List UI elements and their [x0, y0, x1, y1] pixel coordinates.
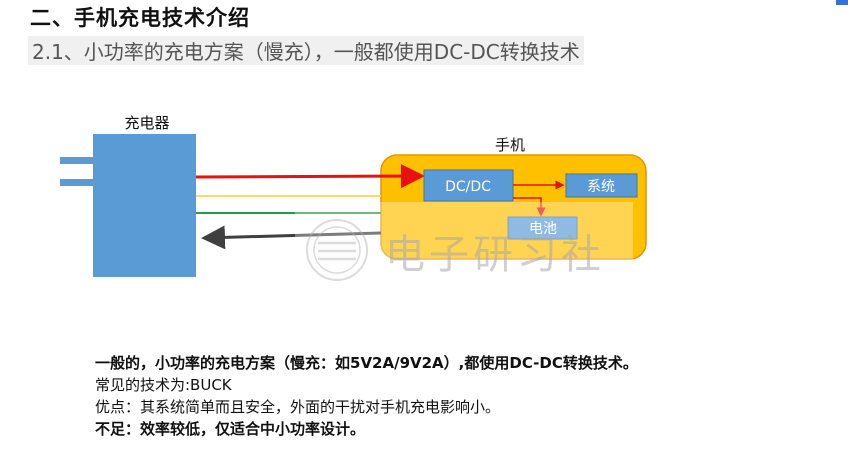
charger-label: 充电器: [124, 114, 169, 132]
page-subtitle: 2.1、小功率的充电方案（慢充），一般都使用DC-DC转换技术: [28, 36, 584, 65]
charger-box: [93, 134, 196, 277]
power-line-red: [195, 164, 425, 189]
battery-label: 电池: [529, 221, 557, 237]
ground-line-gray: [201, 225, 382, 250]
body-line-3: 优点：其系统简单而且安全，外面的干扰对手机充电影响小。: [95, 398, 501, 416]
plug-prong-top: [60, 157, 95, 164]
plug-prong-bottom: [60, 179, 95, 186]
dcdc-box: [423, 169, 514, 202]
system-label: 系统: [587, 179, 615, 195]
dcdc-label: DC/DC: [445, 179, 491, 195]
dcdc-to-battery-arrow: [513, 197, 546, 217]
battery-box: [507, 216, 578, 240]
body-line-1: 一般的，小功率的充电方案（慢充：如5V2A/9V2A）,都使用DC-DC转换技术…: [95, 354, 638, 372]
body-line-4: 不足：效率较低，仅适合中小功率设计。: [95, 420, 366, 438]
system-box: [565, 173, 638, 198]
watermark-text: 电子研习社: [385, 232, 605, 278]
accent-bar: [836, 0, 848, 5]
watermark-logo-icon: [306, 219, 368, 281]
phone-label: 手机: [495, 136, 525, 154]
body-line-2: 常见的技术为:BUCK: [95, 376, 232, 394]
page-title: 二、手机充电技术介绍: [30, 6, 250, 30]
watermark-box: [295, 202, 633, 296]
